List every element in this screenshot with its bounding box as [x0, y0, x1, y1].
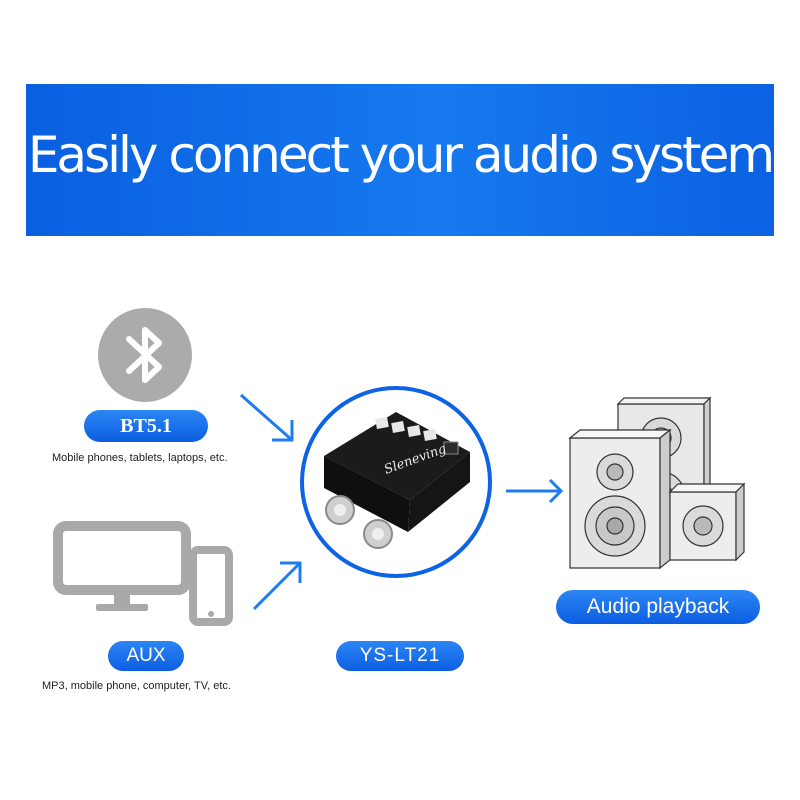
header-banner: Easily connect your audio system: [26, 84, 775, 236]
aux-caption: MP3, mobile phone, computer, TV, etc.: [42, 680, 231, 692]
arrow-icon: [252, 561, 302, 611]
bluetooth-icon: [98, 308, 192, 402]
audio-playback-badge: Audio playback: [556, 590, 760, 624]
amplifier-board: Sleneving: [300, 386, 492, 578]
smartphone-icon: [189, 546, 233, 626]
model-badge: YS-LT21: [336, 641, 464, 671]
arrow-icon: [240, 393, 294, 442]
bt51-badge: BT5.1: [84, 410, 208, 442]
aux-badge: AUX: [108, 641, 184, 671]
bluetooth-caption: Mobile phones, tablets, laptops, etc.: [52, 452, 228, 464]
arrow-icon: [506, 478, 564, 504]
monitor-icon: [53, 521, 191, 611]
banner-title: Easily connect your audio system: [27, 126, 775, 184]
speakers-icon: [568, 396, 746, 570]
